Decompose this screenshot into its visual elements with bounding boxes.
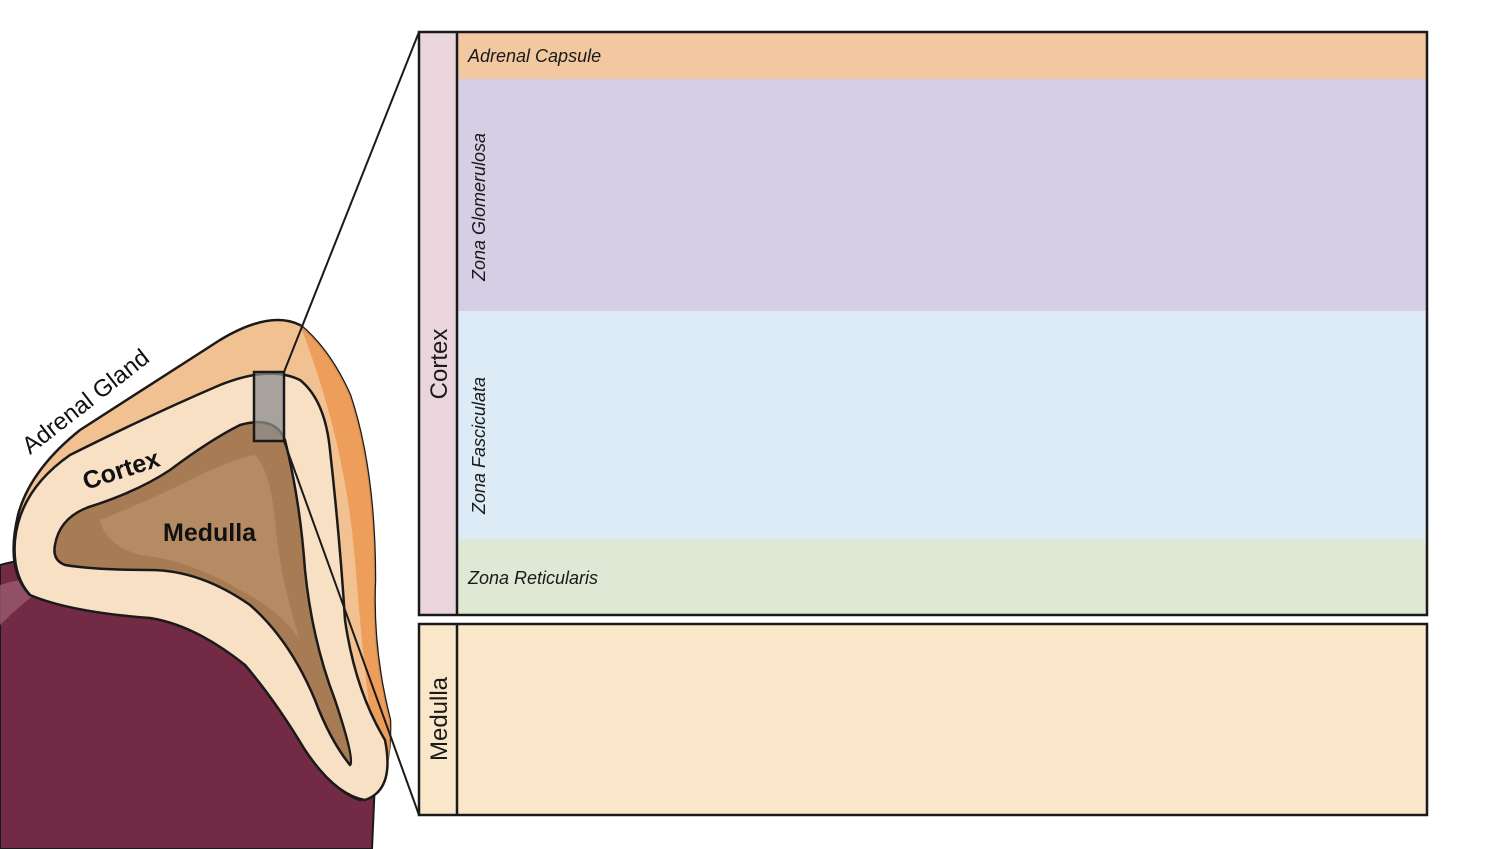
layer-reticularis bbox=[457, 539, 1427, 615]
medulla-panel-border bbox=[417, 622, 1429, 817]
layer-glomerulosa bbox=[457, 79, 1427, 311]
gland-medulla-shade bbox=[100, 455, 300, 640]
glomerulosa-label: Zona Glomerulosa bbox=[469, 133, 489, 282]
kidney-highlight bbox=[0, 578, 55, 625]
cortex-panel-border bbox=[417, 30, 1429, 617]
zoom-line-bottom bbox=[283, 440, 420, 816]
cortex-panel: Adrenal Capsule Zona Glomerulosa Zona Fa… bbox=[417, 30, 1429, 617]
layer-capsule bbox=[457, 32, 1427, 79]
medulla-panel: Medulla bbox=[417, 622, 1429, 817]
fasciculata-label: Zona Fasciculata bbox=[469, 377, 489, 515]
medulla-box bbox=[419, 624, 1427, 815]
cortex-side-label: Cortex bbox=[426, 329, 453, 400]
medulla-side-label: Medulla bbox=[426, 676, 453, 761]
gland-medulla-label: Medulla bbox=[163, 519, 257, 547]
layer-fasciculata bbox=[457, 311, 1427, 539]
zoom-line-top bbox=[283, 31, 420, 373]
zoom-selection-box bbox=[252, 370, 286, 443]
capsule-label: Adrenal Capsule bbox=[467, 46, 601, 66]
gland-medulla-core bbox=[53, 420, 353, 767]
gland-illustration: Adrenal Gland Cortex Medulla bbox=[0, 31, 420, 849]
cortex-side-strip bbox=[419, 32, 457, 615]
reticularis-label: Zona Reticularis bbox=[467, 568, 598, 588]
